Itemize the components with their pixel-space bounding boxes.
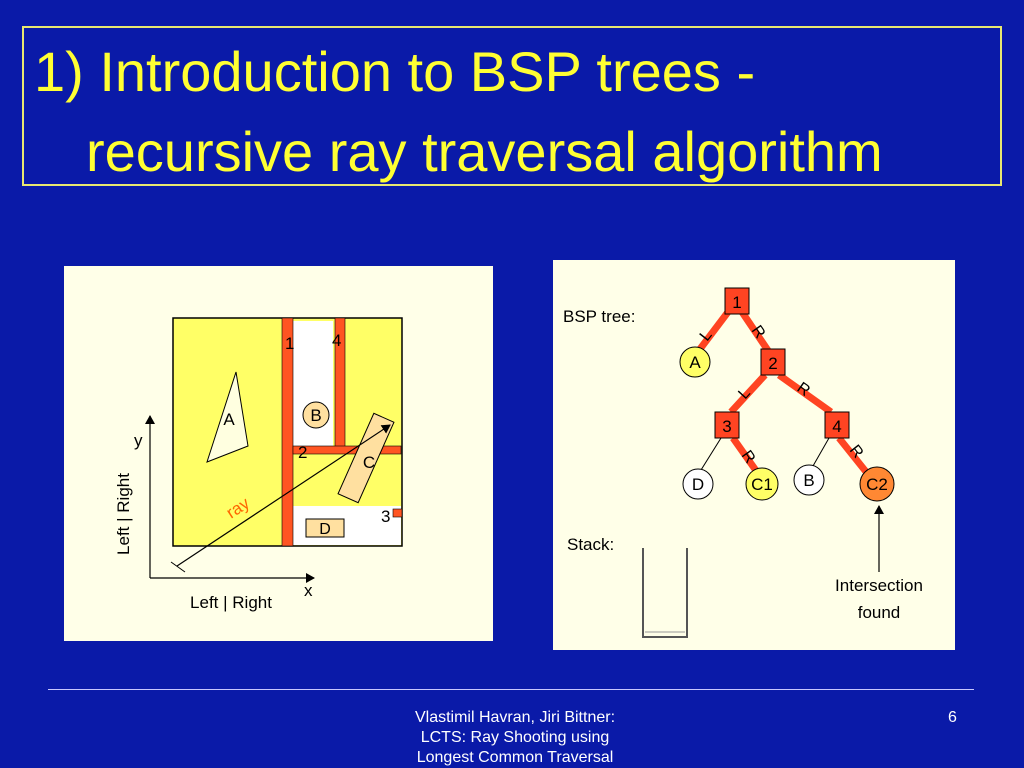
object-b-label: B — [310, 406, 321, 425]
edge-4-C2 — [836, 435, 870, 476]
spatial-subdivision-panel: A B C D 1 4 2 3 ray y x Left | Right Lef… — [64, 266, 493, 641]
ray-line — [176, 424, 391, 567]
edge-4-B — [812, 437, 830, 467]
footer-divider — [48, 689, 974, 690]
stack-label: Stack: — [567, 535, 614, 554]
y-axis-label: Left | Right — [114, 473, 133, 555]
tree-leaf-C2-label: C2 — [866, 475, 888, 494]
footer-credit-line-3: Longest Common Traversal — [416, 749, 614, 766]
x-axis-label: Left | Right — [190, 593, 272, 612]
ray-origin-mark — [170, 561, 186, 573]
intersection-note-line-1: Intersection — [835, 576, 923, 595]
object-a-triangle — [206, 371, 249, 463]
edge-3-D — [700, 437, 722, 471]
stack-container — [642, 548, 688, 638]
object-d-label: D — [319, 521, 331, 538]
tree-leaf-C1 — [745, 467, 779, 501]
title-box: 1) Introduction to BSP trees - recursive… — [22, 26, 1002, 186]
plane-2-label: 2 — [298, 443, 307, 462]
tree-leaf-D-label: D — [692, 475, 704, 494]
tree-leaf-C1-label: C1 — [751, 475, 773, 494]
plane-3-label: 3 — [381, 507, 390, 526]
tree-leaf-A — [679, 346, 711, 378]
slide-title-line-2: recursive ray traversal algorithm — [86, 120, 883, 183]
tree-node-1-label: 1 — [732, 293, 741, 312]
tree-node-4 — [824, 411, 850, 439]
y-axis-letter: y — [134, 431, 143, 450]
object-c-rect — [337, 412, 395, 504]
empty-cell-top — [293, 321, 333, 451]
edge-1-A — [694, 309, 731, 356]
bsp-tree-figure: BSP tree: L R L R R R 1 2 3 4 A D — [563, 287, 923, 638]
plane-1-label: 1 — [285, 334, 294, 353]
edge-2-4 — [776, 372, 834, 415]
plane-1 — [281, 317, 294, 547]
tree-leaf-A-label: A — [689, 353, 701, 372]
tree-node-3-label: 3 — [722, 417, 731, 436]
tree-leaf-B — [793, 464, 825, 496]
object-b-circle — [302, 401, 330, 429]
object-a-label: A — [223, 410, 235, 429]
bsp-tree-panel: BSP tree: L R L R R R 1 2 3 4 A D — [553, 260, 955, 650]
tree-node-4-label: 4 — [832, 417, 841, 436]
tree-leaf-D — [682, 468, 714, 500]
tree-leaf-B-label: B — [803, 471, 814, 490]
slide-title-line-1: 1) Introduction to BSP trees - — [34, 40, 756, 103]
spatial-subdivision-figure: A B C D 1 4 2 3 ray y x Left | Right Lef… — [114, 317, 403, 612]
tree-node-2 — [760, 348, 786, 376]
plane-4-label: 4 — [332, 331, 341, 350]
footer-credit-line-1: Vlastimil Havran, Jiri Bittner: — [414, 709, 616, 726]
object-d-rect — [305, 518, 345, 538]
object-c-label: C — [363, 453, 375, 472]
edge-1-2 — [739, 310, 772, 354]
x-axis-letter: x — [304, 581, 313, 600]
footer-credit-line-2: LCTS: Ray Shooting using — [420, 729, 610, 746]
tree-leaf-C2 — [859, 466, 895, 502]
plane-3 — [392, 508, 403, 518]
tree-node-3 — [714, 411, 740, 439]
intersection-note-line-2: found — [858, 603, 901, 622]
edge-2-3 — [728, 372, 768, 415]
page-number: 6 — [948, 709, 957, 726]
tree-node-1 — [724, 287, 750, 315]
tree-node-2-label: 2 — [768, 354, 777, 373]
bsp-tree-label: BSP tree: — [563, 307, 635, 326]
footer-credits: Vlastimil Havran, Jiri Bittner: LCTS: Ra… — [360, 708, 670, 768]
edge-3-C1 — [730, 435, 760, 475]
